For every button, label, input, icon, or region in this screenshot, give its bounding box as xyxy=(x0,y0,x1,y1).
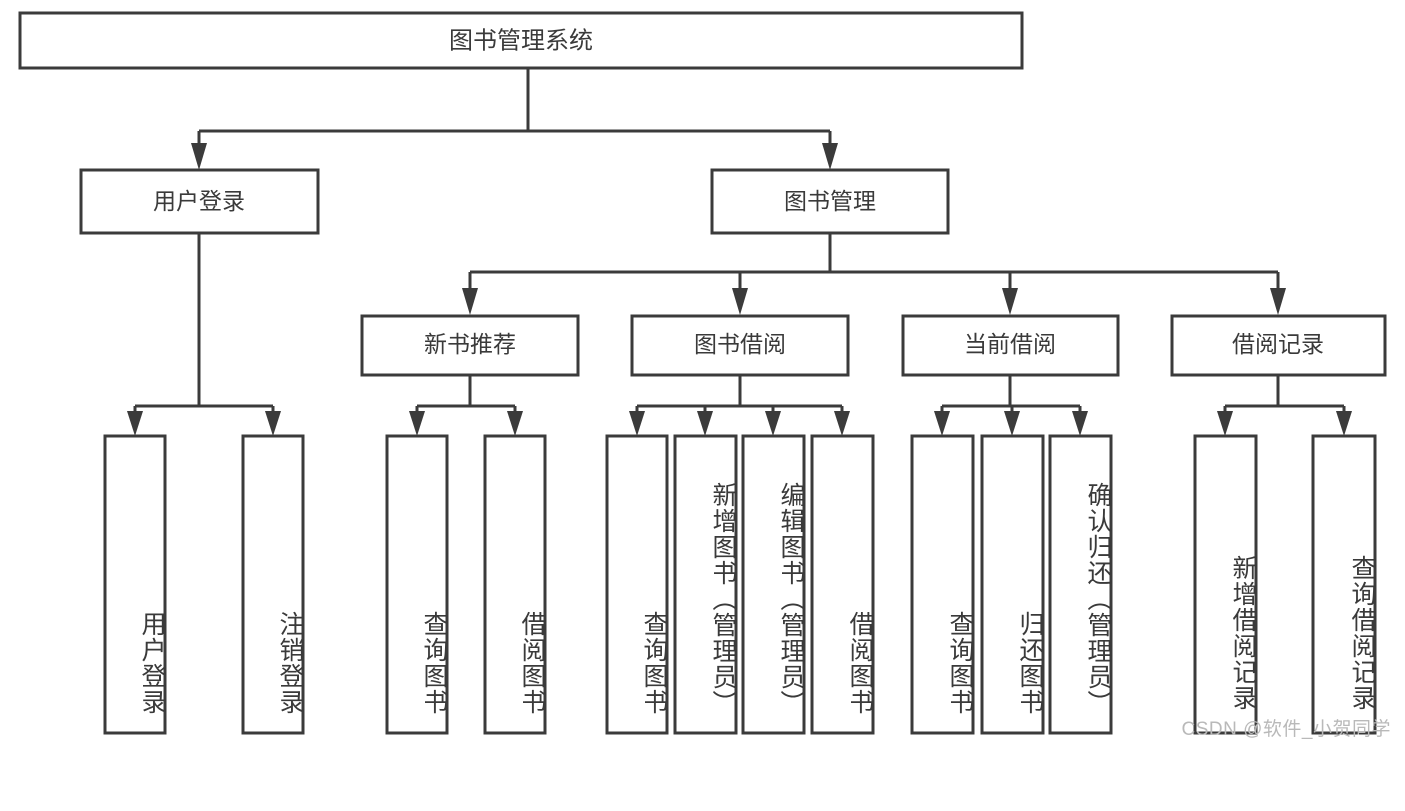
arrow-head-leaf-query-book-1 xyxy=(409,411,425,436)
node-leaf-query-record[interactable] xyxy=(1311,434,1377,735)
arrow-head-leaf-add-book xyxy=(697,411,713,436)
node-leaf-return-book[interactable] xyxy=(980,434,1045,735)
node-book-management-box[interactable] xyxy=(710,168,950,235)
arrow-head-leaf-confirm-return xyxy=(1072,411,1088,436)
watermark-label: CSDN @软件_小贺同学 xyxy=(1181,719,1391,740)
node-leaf-confirm-return-box[interactable] xyxy=(1048,434,1113,735)
arrow-head-leaf-edit-book xyxy=(765,411,781,436)
node-root-box[interactable] xyxy=(18,11,1024,70)
node-borrow-record-box[interactable] xyxy=(1170,314,1387,377)
arrow-head-borrow-record xyxy=(1270,288,1286,315)
node-current-borrow-box[interactable] xyxy=(901,314,1120,377)
node-current-borrow-label: 当前借阅 xyxy=(964,331,1056,357)
node-book-management[interactable]: 图书管理 xyxy=(710,168,950,235)
arrow-head-new-book-recommend xyxy=(462,288,478,315)
arrow-head-leaf-borrow-book-2 xyxy=(834,411,850,436)
node-leaf-user-login[interactable] xyxy=(103,434,167,735)
node-leaf-confirm-return[interactable] xyxy=(1048,434,1113,735)
node-leaf-logout[interactable] xyxy=(241,434,305,735)
node-leaf-borrow-book-1-box[interactable] xyxy=(483,434,547,735)
node-leaf-query-book-3[interactable] xyxy=(910,434,975,735)
arrow-head-book-management xyxy=(822,143,838,170)
arrow-head-leaf-query-book-3 xyxy=(934,411,950,436)
node-book-borrow[interactable]: 图书借阅 xyxy=(630,314,850,377)
node-leaf-query-book-3-box[interactable] xyxy=(910,434,975,735)
node-leaf-query-book-2[interactable] xyxy=(605,434,669,735)
node-leaf-add-record-box[interactable] xyxy=(1193,434,1258,735)
arrow-head-leaf-add-record xyxy=(1217,411,1233,436)
flowchart-svg: 图书管理系统 用户登录 图书管理 新书推荐 图书借阅 当前借阅 借阅记录 xyxy=(18,11,1387,735)
arrow-head-leaf-query-book-2 xyxy=(629,411,645,436)
node-leaf-query-book-1-box[interactable] xyxy=(385,434,449,735)
node-leaf-borrow-book-2[interactable] xyxy=(810,434,875,735)
connector-group-book-management xyxy=(462,233,1286,315)
node-leaf-return-book-box[interactable] xyxy=(980,434,1045,735)
node-leaf-edit-book[interactable] xyxy=(741,434,806,735)
node-leaf-borrow-book-2-box[interactable] xyxy=(810,434,875,735)
node-new-book-recommend-label: 新书推荐 xyxy=(424,331,516,357)
node-root-label: 图书管理系统 xyxy=(449,27,593,54)
node-leaf-query-book-2-box[interactable] xyxy=(605,434,669,735)
arrow-head-leaf-query-record xyxy=(1336,411,1352,436)
node-leaf-add-book-box[interactable] xyxy=(673,434,738,735)
node-user-login-label: 用户登录 xyxy=(153,188,245,214)
connector-group-current-borrow xyxy=(934,375,1088,436)
node-leaf-borrow-book-1[interactable] xyxy=(483,434,547,735)
node-leaf-logout-box[interactable] xyxy=(241,434,305,735)
node-user-login-box[interactable] xyxy=(79,168,320,235)
node-leaf-add-record[interactable] xyxy=(1193,434,1258,735)
connector-group-book-borrow xyxy=(629,375,850,436)
arrow-head-book-borrow xyxy=(732,288,748,315)
node-leaf-edit-book-box[interactable] xyxy=(741,434,806,735)
node-root[interactable]: 图书管理系统 xyxy=(18,11,1024,70)
node-new-book-recommend-box[interactable] xyxy=(360,314,580,377)
arrow-head-leaf-return-book xyxy=(1004,411,1020,436)
arrow-head-current-borrow xyxy=(1002,288,1018,315)
node-user-login[interactable]: 用户登录 xyxy=(79,168,320,235)
arrow-head-user-login xyxy=(191,143,207,170)
node-borrow-record[interactable]: 借阅记录 xyxy=(1170,314,1387,377)
node-book-borrow-label: 图书借阅 xyxy=(694,331,786,357)
node-leaf-add-book[interactable] xyxy=(673,434,738,735)
flowchart-canvas: 图书管理系统 用户登录 图书管理 新书推荐 图书借阅 当前借阅 借阅记录 xyxy=(18,11,1391,740)
arrow-head-leaf-logout xyxy=(265,411,281,436)
connector-group-user-login xyxy=(127,233,281,436)
connector-group-new-book-recommend xyxy=(409,375,523,436)
node-current-borrow[interactable]: 当前借阅 xyxy=(901,314,1120,377)
node-leaf-query-book-1[interactable] xyxy=(385,434,449,735)
arrow-head-leaf-borrow-book-1 xyxy=(507,411,523,436)
node-leaf-user-login-box[interactable] xyxy=(103,434,167,735)
node-book-management-label: 图书管理 xyxy=(784,188,876,214)
node-leaf-query-record-box[interactable] xyxy=(1311,434,1377,735)
connector-group-root xyxy=(191,68,838,170)
node-borrow-record-label: 借阅记录 xyxy=(1232,331,1324,357)
connector-group-borrow-record xyxy=(1217,375,1352,436)
node-book-borrow-box[interactable] xyxy=(630,314,850,377)
arrow-head-leaf-user-login xyxy=(127,411,143,436)
node-new-book-recommend[interactable]: 新书推荐 xyxy=(360,314,580,377)
